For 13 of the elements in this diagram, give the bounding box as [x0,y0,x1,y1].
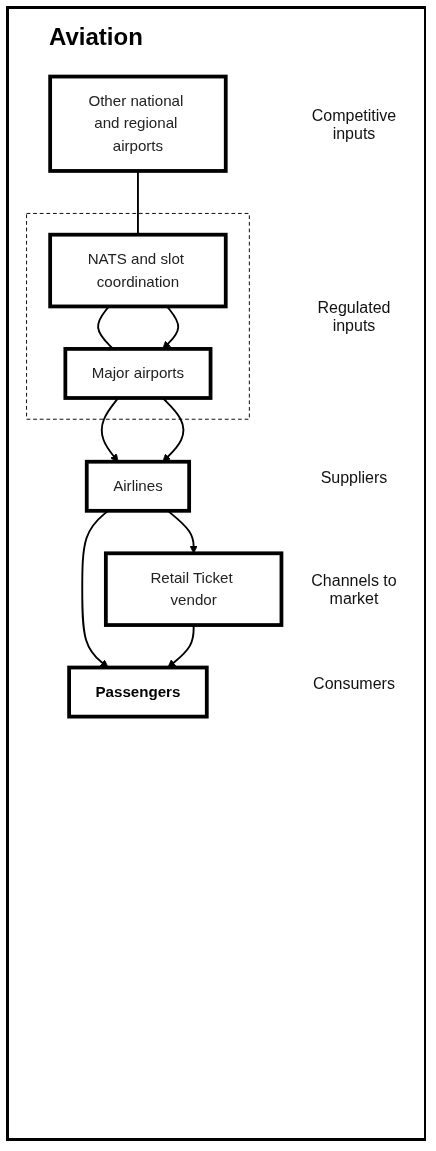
stage-label: Competitive inputs [310,106,398,143]
node-box: Other national and regional airports [48,74,228,173]
node-box: NATS and slot coordination [48,232,228,309]
stage-label: Regulated inputs [316,299,392,336]
stage-label: Suppliers [319,469,389,488]
node-box: Airlines [84,459,192,513]
node-box: Retail Ticket vendor [103,551,284,627]
node-box: Passengers [67,665,209,719]
node-box: Major airports [63,347,213,400]
cluster [26,212,250,420]
diagram-title: Aviation [49,23,143,51]
stage-label: Consumers [312,675,396,694]
stage-label: Channels to market [310,572,398,609]
